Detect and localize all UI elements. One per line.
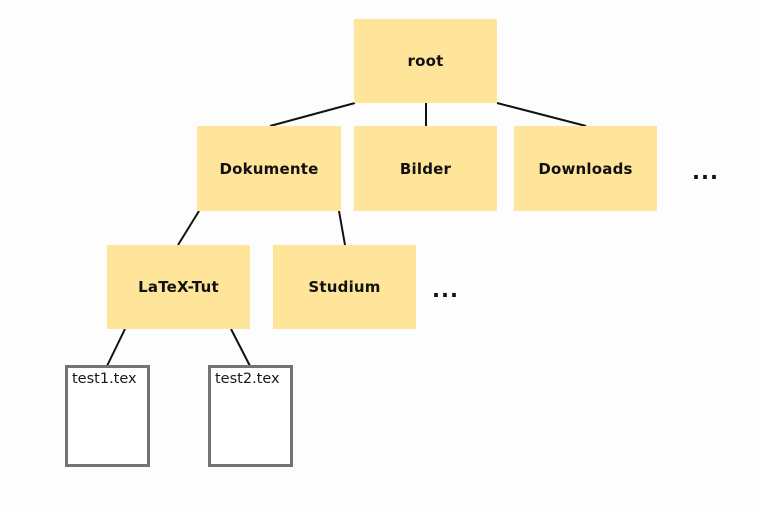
- node-bilder[interactable]: Bilder: [354, 126, 497, 211]
- edge-latextut-test1: [106, 328, 126, 367]
- node-dokumente[interactable]: Dokumente: [197, 126, 341, 211]
- node-studium-label: Studium: [308, 278, 381, 296]
- node-downloads[interactable]: Downloads: [514, 126, 657, 211]
- node-bilder-label: Bilder: [399, 159, 452, 178]
- edge-dokumente-latextut: [177, 210, 200, 246]
- node-test1-tex-label: test1.tex: [72, 371, 137, 387]
- node-test2-tex[interactable]: test2.tex: [208, 365, 293, 467]
- node-dokumente-label: Dokumente: [219, 159, 319, 178]
- edge-root-dokumente: [269, 102, 356, 127]
- node-downloads-label: Downloads: [538, 159, 633, 178]
- node-test1-tex[interactable]: test1.tex: [65, 365, 150, 467]
- node-latex-tut[interactable]: LaTeX-Tut: [107, 245, 250, 329]
- ellipsis-level3: ...: [432, 278, 459, 302]
- node-test2-tex-label: test2.tex: [215, 371, 280, 387]
- node-root[interactable]: root: [354, 19, 497, 103]
- edge-latextut-test2: [230, 328, 251, 367]
- node-root-label: root: [407, 52, 444, 70]
- edge-dokumente-studium: [338, 210, 346, 246]
- ellipsis-level2: ...: [692, 160, 719, 184]
- edge-root-downloads: [496, 102, 587, 127]
- node-studium[interactable]: Studium: [273, 245, 416, 329]
- node-latex-tut-label: LaTeX-Tut: [138, 278, 219, 296]
